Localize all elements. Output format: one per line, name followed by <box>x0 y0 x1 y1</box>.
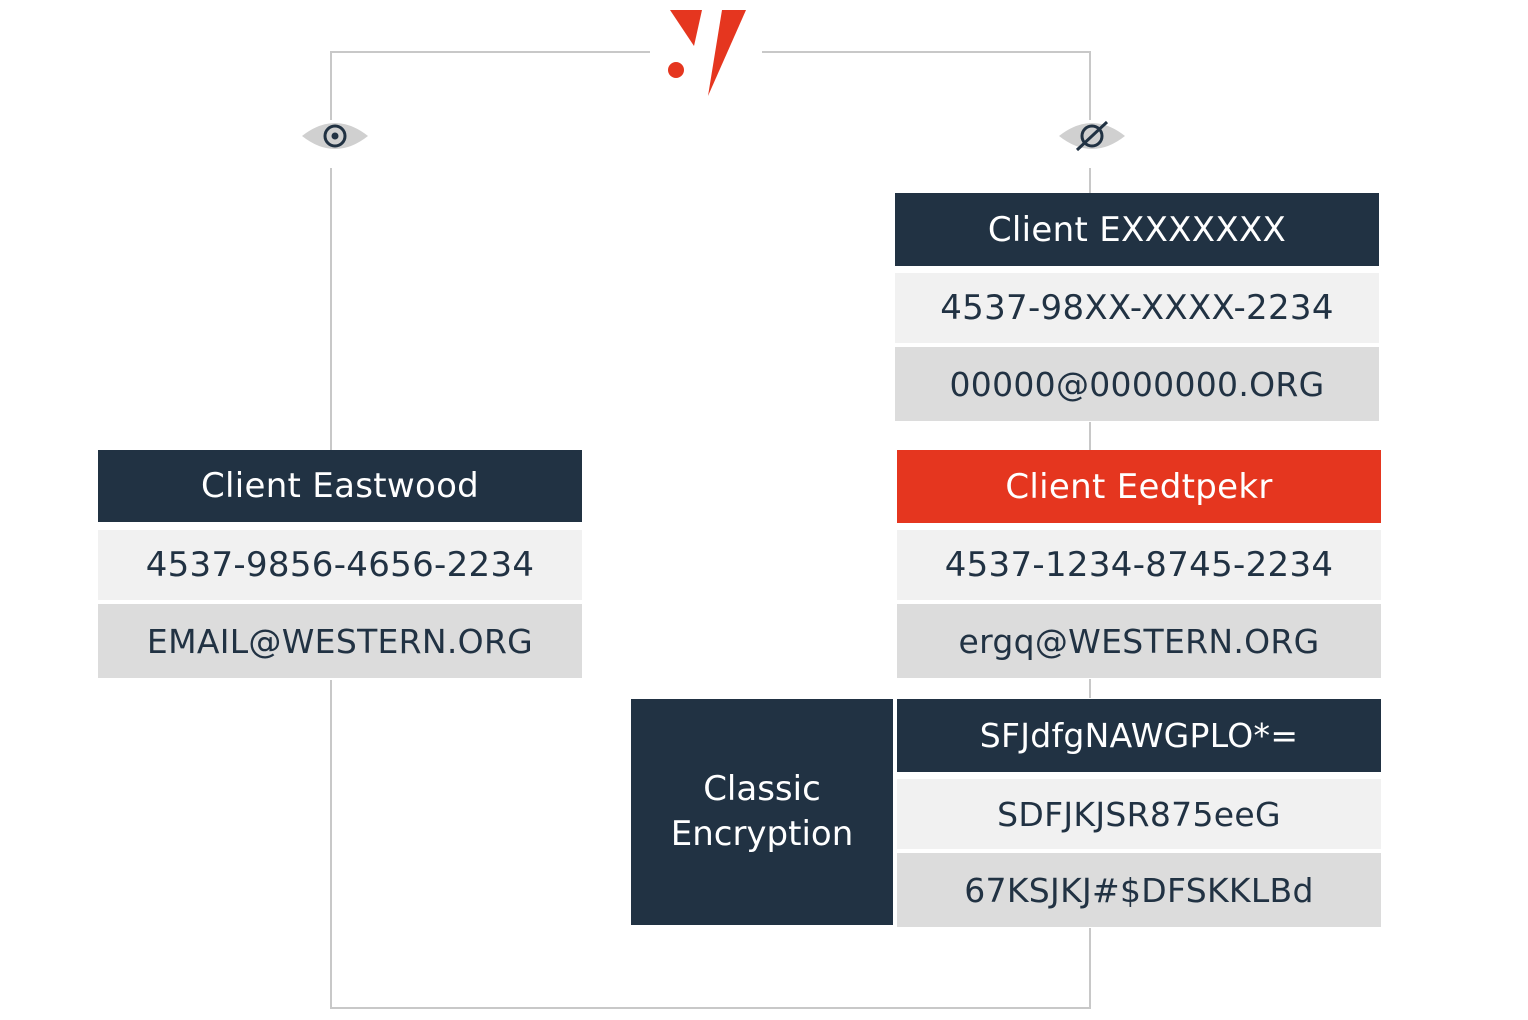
email-row: EMAIL@WESTERN.ORG <box>98 604 582 678</box>
connector-top-right <box>762 51 1091 120</box>
connector-top-left <box>330 51 650 120</box>
encryption-label-line-2: Encryption <box>670 814 854 854</box>
encrypted-data-card: SFJdfgNAWGPLO*= SDFJKJSR875eeG 67KSJKJ#$… <box>897 699 1381 927</box>
encrypted-email-row: 67KSJKJ#$DFSKKLBd <box>897 853 1381 927</box>
original-data-card: Client Eastwood 4537-9856-4656-2234 EMAI… <box>98 450 582 678</box>
client-name-header: Client Eedtpekr <box>897 450 1381 523</box>
brand-logo-icon <box>664 6 754 98</box>
card-number-row: 4537-1234-8745-2234 <box>897 530 1381 600</box>
encrypted-name-header: SFJdfgNAWGPLO*= <box>897 699 1381 772</box>
client-name-header: Client Eastwood <box>98 450 582 522</box>
client-name-header: Client EXXXXXXX <box>895 193 1379 266</box>
connector-left-card-to-bottom <box>330 680 1091 1009</box>
eye-slash-icon <box>1057 116 1127 156</box>
email-row: 00000@0000000.ORG <box>895 347 1379 421</box>
card-number-row: 4537-98XX-XXXX-2234 <box>895 273 1379 343</box>
email-row: ergq@WESTERN.ORG <box>897 604 1381 678</box>
eye-icon <box>300 116 370 156</box>
encrypted-card-number-row: SDFJKJSR875eeG <box>897 779 1381 849</box>
encryption-label-line-1: Classic <box>703 769 821 809</box>
masked-data-card: Client EXXXXXXX 4537-98XX-XXXX-2234 0000… <box>895 193 1379 421</box>
card-number-row: 4537-9856-4656-2234 <box>98 530 582 600</box>
classic-encryption-label: Classic Encryption <box>631 699 893 925</box>
pseudonymized-data-card: Client Eedtpekr 4537-1234-8745-2234 ergq… <box>897 450 1381 678</box>
